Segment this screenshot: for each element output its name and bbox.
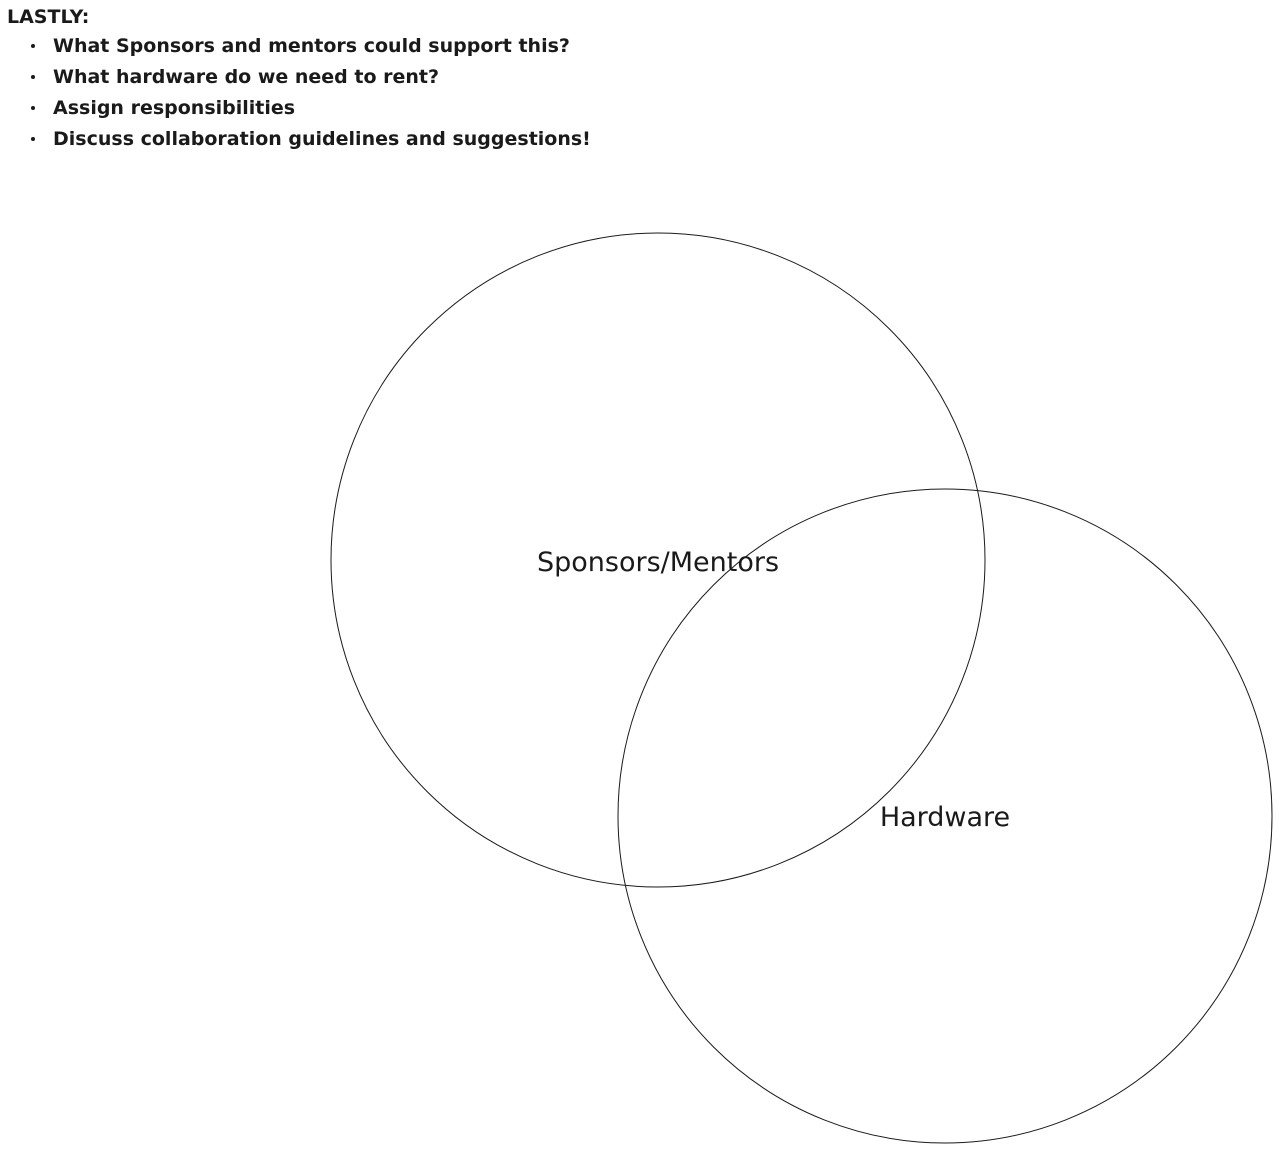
list-item: Assign responsibilities xyxy=(0,95,591,126)
list-item: Discuss collaboration guidelines and sug… xyxy=(0,126,591,157)
list-item-text: What Sponsors and mentors could support … xyxy=(53,35,570,57)
venn-circle-hardware[interactable] xyxy=(617,488,1273,1144)
notes-heading: LASTLY: xyxy=(7,6,90,28)
bullet-icon xyxy=(31,106,35,110)
list-item-text: What hardware do we need to rent? xyxy=(53,66,440,88)
list-item-text: Discuss collaboration guidelines and sug… xyxy=(53,128,591,150)
notes-list: What Sponsors and mentors could support … xyxy=(0,33,591,157)
venn-label-hardware: Hardware xyxy=(880,802,1010,833)
bullet-icon xyxy=(31,137,35,141)
venn-label-sponsors-mentors: Sponsors/Mentors xyxy=(537,547,779,578)
list-item: What hardware do we need to rent? xyxy=(0,64,591,95)
list-item: What Sponsors and mentors could support … xyxy=(0,33,591,64)
bullet-icon xyxy=(31,75,35,79)
bullet-icon xyxy=(31,44,35,48)
venn-circle-sponsors-mentors[interactable] xyxy=(330,232,986,888)
list-item-text: Assign responsibilities xyxy=(53,97,296,119)
